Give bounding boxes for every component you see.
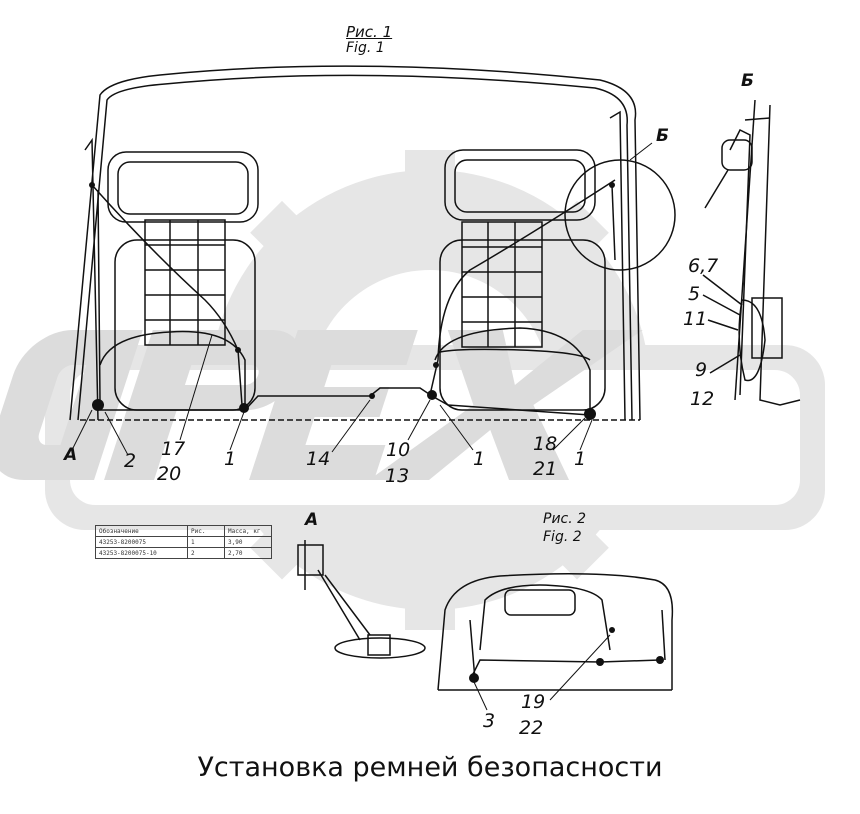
label-12: 12 bbox=[690, 388, 715, 410]
label-18: 18 bbox=[533, 433, 558, 455]
designation-table: Обозначение Рис. Масса, кг 43253-8200075… bbox=[95, 525, 272, 559]
label-3: 3 bbox=[483, 710, 496, 732]
label-9: 9 bbox=[695, 359, 708, 381]
table-row: 43253-8200075-10 2 2,70 bbox=[95, 547, 272, 559]
fig2-title-ru: Рис. 2 bbox=[543, 511, 587, 527]
fig2-leader-lines bbox=[473, 634, 611, 711]
fig2-anchor-points bbox=[469, 627, 664, 683]
label-10: 10 bbox=[386, 439, 411, 461]
table-header: Обозначение bbox=[95, 525, 188, 537]
label-1-left: 1 bbox=[224, 448, 237, 470]
fig1-cab bbox=[69, 65, 676, 421]
table-cell: 3,90 bbox=[224, 536, 272, 548]
label-21: 21 bbox=[533, 458, 558, 480]
fig2-title-en: Fig. 2 bbox=[543, 529, 582, 545]
view-b-marker: Б bbox=[656, 126, 669, 146]
table-cell: 2,70 bbox=[224, 547, 272, 559]
table-header: Рис. bbox=[187, 525, 225, 537]
table-cell: 1 bbox=[187, 536, 225, 548]
table-cell: 43253-8200075 bbox=[95, 536, 188, 548]
watermark-logo bbox=[0, 330, 643, 480]
label-22: 22 bbox=[519, 717, 544, 739]
diagram-caption: Установка ремней безопасности bbox=[197, 752, 663, 783]
fig2-cab bbox=[437, 573, 674, 691]
fig1-anchor-points bbox=[89, 182, 615, 420]
table-header: Масса, кг bbox=[224, 525, 272, 537]
table-cell: 43253-8200075-10 bbox=[95, 547, 188, 559]
label-11: 11 bbox=[683, 308, 708, 330]
label-1-middle: 1 bbox=[473, 448, 486, 470]
fig1-title-ru: Рис. 1 bbox=[346, 23, 393, 41]
table-row: 43253-8200075 1 3,90 bbox=[95, 536, 272, 548]
label-19: 19 bbox=[521, 691, 546, 713]
label-14: 14 bbox=[306, 448, 331, 470]
label-2: 2 bbox=[124, 450, 137, 472]
view-b-detail bbox=[702, 99, 801, 406]
label-6-7: 6,7 bbox=[688, 255, 719, 277]
view-b-detail-title: Б bbox=[741, 71, 754, 91]
view-a-detail bbox=[297, 540, 426, 659]
table-header-row: Обозначение Рис. Масса, кг bbox=[95, 525, 272, 537]
label-20: 20 bbox=[157, 463, 182, 485]
fig1-leader-lines bbox=[72, 142, 653, 456]
label-17: 17 bbox=[161, 438, 186, 460]
fig1-title-en: Fig. 1 bbox=[346, 40, 385, 56]
label-5: 5 bbox=[688, 283, 701, 305]
label-1-right: 1 bbox=[574, 448, 587, 470]
label-13: 13 bbox=[385, 465, 410, 487]
table-cell: 2 bbox=[187, 547, 225, 559]
view-a-marker: А bbox=[64, 445, 78, 465]
view-a-detail-title: А bbox=[305, 510, 319, 530]
